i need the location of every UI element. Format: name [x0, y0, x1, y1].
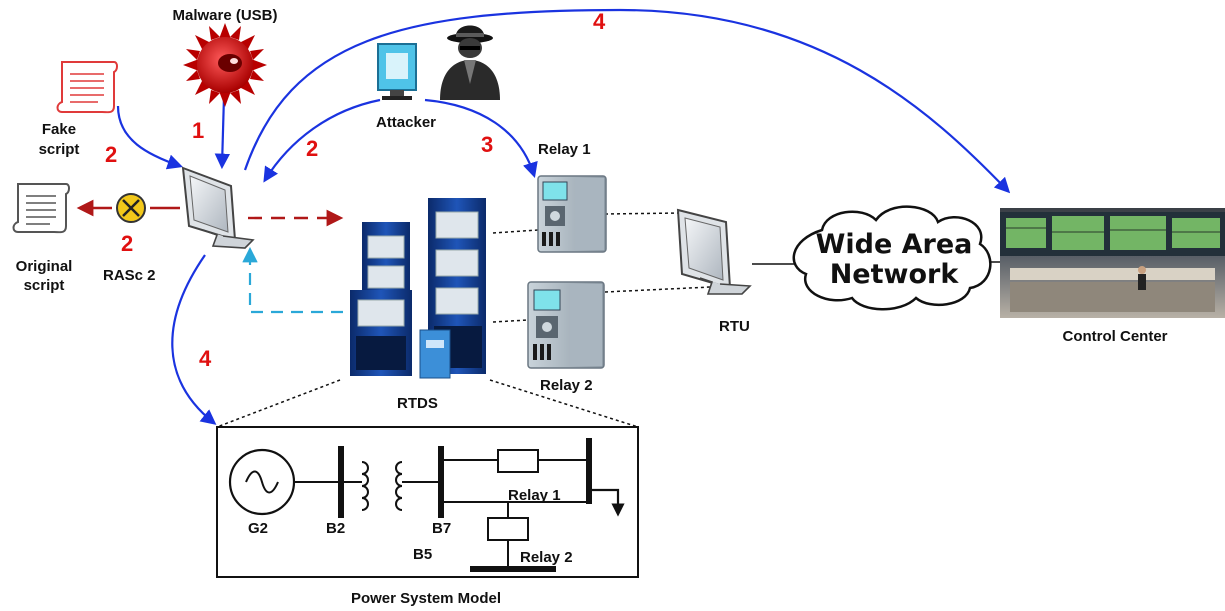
malware-label: Malware (USB) [172, 7, 278, 24]
relay-1-device [537, 175, 607, 253]
engineering-pc-icon [181, 166, 255, 249]
model-relay-1-label: Relay 1 [508, 487, 561, 504]
model-g2-label: G2 [248, 520, 269, 537]
rtu-icon [676, 208, 752, 295]
step-number-attacker-to-relay: 3 [481, 132, 494, 157]
arrow-step-2-fake-script [116, 105, 183, 170]
arrow-step-2-attacker-to-pc [263, 98, 381, 183]
connections [216, 212, 1000, 428]
step-number-to-model: 4 [199, 346, 212, 371]
relay-1-label: Relay 1 [538, 141, 591, 158]
model-b5-label: B5 [413, 546, 433, 563]
original-script-label-line2: script [23, 277, 65, 294]
step-number-rasc: 2 [121, 231, 134, 256]
cyan-feedback-arrow [242, 246, 343, 314]
arrow-step-4-to-model [171, 254, 217, 425]
wan-label-line1: Wide Area [815, 229, 973, 260]
red-dashed-arrows [76, 199, 344, 227]
relay-2-device [527, 281, 605, 369]
relay-2-label: Relay 2 [540, 377, 593, 394]
wan-label-line2: Network [829, 259, 959, 290]
model-b7-label: B7 [432, 520, 452, 537]
rtds-cabinets [350, 198, 486, 379]
malware-virus-icon [183, 23, 267, 107]
bus-b8 [586, 438, 592, 504]
control-center-label: Control Center [1062, 328, 1168, 345]
rtds-label: RTDS [397, 395, 438, 412]
control-center-image [1000, 208, 1225, 318]
rasc-blocked-icon [116, 193, 146, 223]
original-script-label-line1: Original [15, 258, 73, 275]
arrow-step-1-malware [214, 95, 231, 170]
fake-script-icon [56, 61, 118, 114]
original-script-icon [12, 183, 70, 234]
attacker-computer-icon [377, 43, 417, 100]
attacker-label: Attacker [375, 114, 437, 131]
model-relay-2-label: Relay 2 [520, 549, 573, 566]
bus-b2 [338, 446, 344, 518]
attacker-spy-icon [440, 25, 500, 100]
step-number-fake-script: 2 [105, 142, 118, 167]
breaker-relay-2 [487, 517, 529, 541]
arrow-step-4-to-control-center [243, 8, 1011, 194]
model-b2-label: B2 [326, 520, 346, 537]
attack-arrows [116, 8, 1011, 425]
breaker-relay-1 [497, 449, 539, 473]
fake-script-label-line2: script [38, 141, 80, 158]
arrow-step-3-attacker-to-relay [424, 98, 538, 178]
bus-b7 [438, 446, 444, 518]
power-system-model-label: Power System Model [350, 590, 502, 607]
fake-script-label-line1: Fake [41, 121, 77, 138]
rasc-label: RASc 2 [103, 267, 156, 284]
wan-cloud-icon [792, 205, 992, 311]
rtu-label: RTU [719, 318, 750, 335]
bus-b5 [470, 566, 556, 572]
step-number-to-control-center: 4 [593, 9, 606, 34]
power-system-model [216, 426, 639, 578]
step-number-attacker-to-pc: 2 [306, 136, 319, 161]
step-number-malware: 1 [192, 118, 205, 143]
